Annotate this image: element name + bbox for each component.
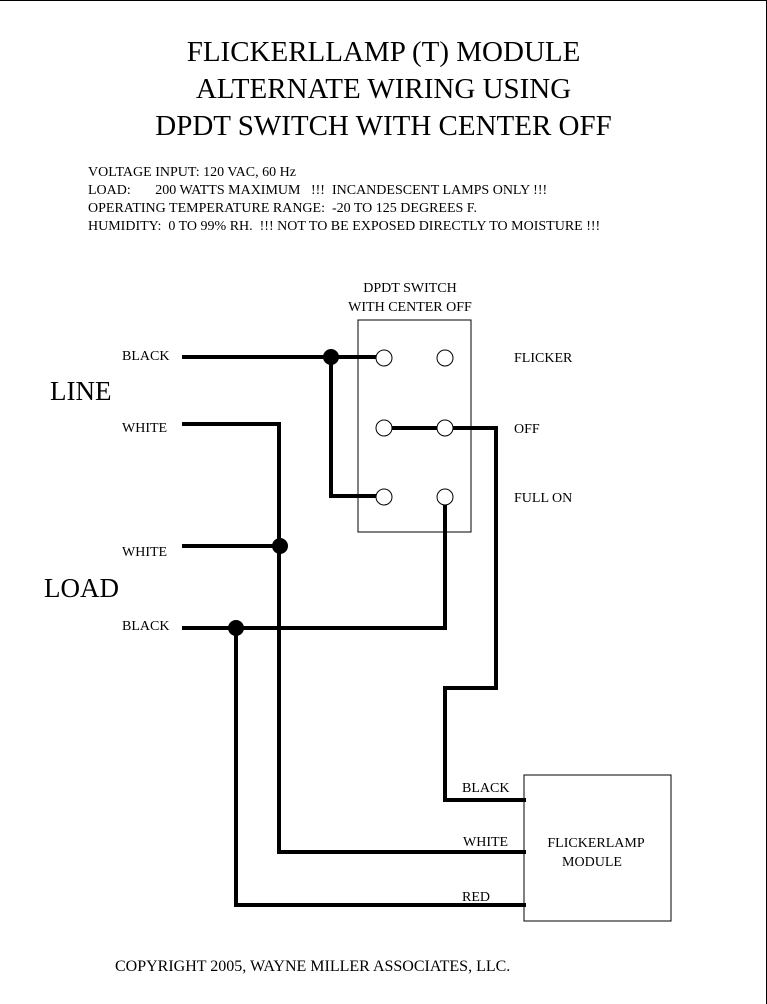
junctions [228,349,339,636]
switch-title-1: DPDT SWITCH [363,281,456,296]
terminal-middle-right [436,419,454,437]
switch-title-2: WITH CENTER OFF [348,300,472,315]
switch-terminals [375,349,454,506]
title-line-2: ALTERNATE WIRING USING [195,73,572,105]
wire-module-black [443,426,526,802]
wire-jumper-bottom-left [329,355,378,498]
position-off-label: OFF [514,422,540,437]
position-flicker-label: FLICKER [514,351,573,366]
junction-white [272,538,288,554]
line-white-label: WHITE [122,421,167,436]
title-line-1: FLICKERLLAMP (T) MODULE [186,36,581,68]
module-title-2: MODULE [562,855,622,870]
load-group-label: LOAD [44,573,119,603]
line-group-label: LINE [50,376,111,406]
terminal-middle-left [375,419,393,437]
junction-line-black [323,349,339,365]
wire-load-black [182,503,447,630]
copyright-notice: COPYRIGHT 2005, WAYNE MILLER ASSOCIATES,… [115,958,511,975]
line-black-label: BLACK [122,349,169,364]
load-black-label: BLACK [122,619,169,634]
flickerlamp-module [523,774,672,922]
title-line-3: DPDT SWITCH WITH CENTER OFF [155,110,612,142]
load-white-label: WHITE [122,545,167,560]
junction-load-black [228,620,244,636]
spec-temperature: OPERATING TEMPERATURE RANGE: -20 TO 125 … [88,201,477,216]
position-full-on-label: FULL ON [514,491,572,506]
frame-top-edge [0,0,767,1]
wires [182,355,526,907]
spec-humidity: HUMIDITY: 0 TO 99% RH. !!! NOT TO BE EXP… [88,219,601,234]
wire-line-white [182,422,526,854]
terminal-bottom-left [375,488,393,506]
module-black-label: BLACK [462,781,509,796]
terminal-bottom-right [436,488,454,506]
module-white-label: WHITE [463,835,508,850]
terminal-top-right [436,349,454,367]
spec-load: LOAD: 200 WATTS MAXIMUM !!! INCANDESCENT… [88,183,548,198]
wire-module-red [234,626,526,907]
module-title-1: FLICKERLAMP [547,836,644,851]
spec-voltage: VOLTAGE INPUT: 120 VAC, 60 Hz [88,165,296,180]
terminal-top-left [375,349,393,367]
module-red-label: RED [462,890,490,905]
